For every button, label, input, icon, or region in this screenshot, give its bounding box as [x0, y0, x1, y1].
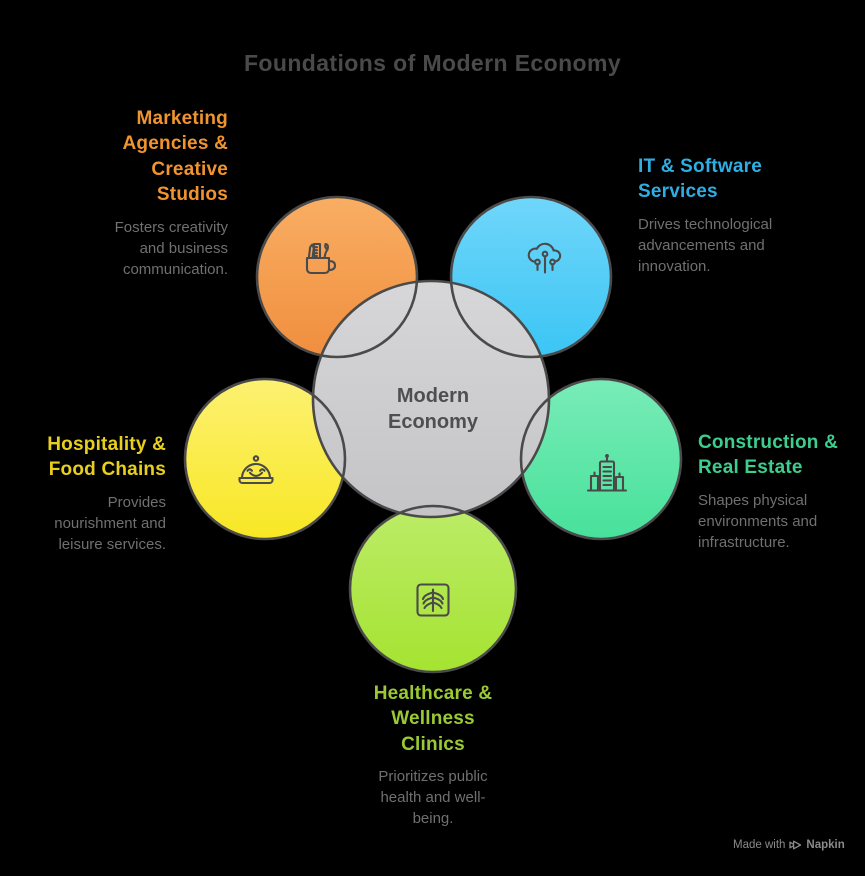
- cloche-smile-icon: [238, 455, 274, 485]
- watermark-made-with: Made with: [733, 839, 786, 851]
- wellness-icon: [416, 583, 450, 617]
- node-label-healthcare: Healthcare & Wellness Clinics Prioritize…: [323, 681, 543, 829]
- center-label: Modern Economy: [387, 385, 479, 433]
- circle-outline-construction: [519, 377, 683, 541]
- circle-outline-healthcare: [348, 504, 518, 674]
- circle-outline-marketing: [255, 195, 419, 359]
- node-heading: Healthcare & Wellness Clinics: [373, 683, 493, 755]
- node-label-construction: Construction & Real Estate Shapes physic…: [698, 430, 865, 553]
- node-description: Prioritizes public health and well- bein…: [378, 768, 488, 828]
- pencil-cup-icon: [305, 242, 337, 275]
- node-label-marketing: Marketing Agencies & Creative Studios Fo…: [8, 106, 228, 280]
- buildings-icon: [586, 453, 628, 492]
- node-description: Drives technological advancements and in…: [638, 215, 773, 275]
- circle-outline-it-software: [449, 195, 613, 359]
- cloud-network-icon: [527, 242, 562, 274]
- watermark-brand: Napkin: [806, 839, 845, 851]
- node-label-hospitality: Hospitality & Food Chains Provides nouri…: [0, 432, 166, 555]
- circle-hospitality: [185, 379, 345, 539]
- circle-construction: [521, 379, 681, 539]
- node-description: Shapes physical environments and infrast…: [698, 491, 818, 551]
- satellite-circle-outlines: [183, 195, 683, 674]
- node-heading: Marketing Agencies & Creative Studios: [122, 108, 228, 206]
- node-heading: Hospitality & Food Chains: [47, 434, 166, 481]
- node-heading: IT & Software Services: [638, 156, 763, 203]
- node-label-it-software: IT & Software Services Drives technologi…: [638, 154, 858, 277]
- page-title: Foundations of Modern Economy: [243, 50, 622, 76]
- napkin-logo-icon: [789, 840, 802, 850]
- node-description: Provides nourishment and leisure service…: [54, 493, 166, 553]
- node-description: Fosters creativity and business communic…: [114, 218, 228, 278]
- watermark: Made with Napkin: [733, 839, 845, 851]
- circle-outline-hospitality: [183, 377, 347, 541]
- node-heading: Construction & Real Estate: [698, 432, 839, 479]
